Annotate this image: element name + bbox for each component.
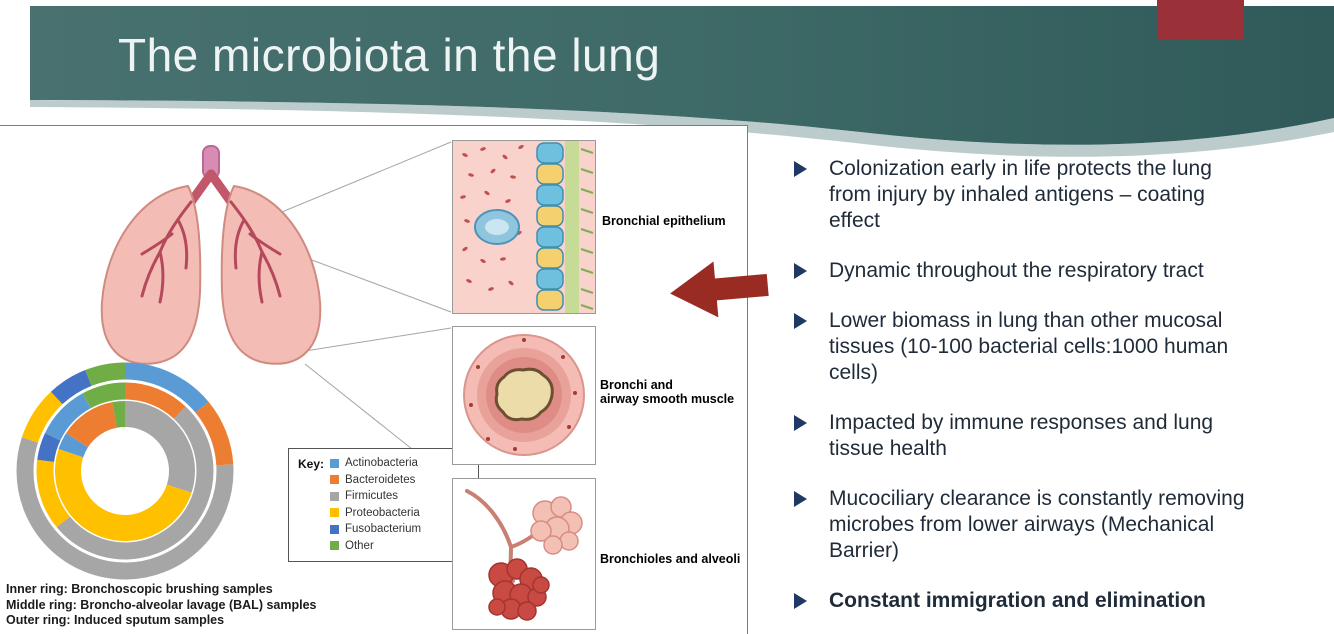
bullet-text: Mucociliary clearance is constantly remo… <box>829 487 1245 562</box>
bullet-item: Mucociliary clearance is constantly remo… <box>794 486 1334 564</box>
bullet-marker-icon <box>794 263 807 279</box>
donut-chart <box>16 362 234 580</box>
inset-label: Bronchi and airway smooth muscle <box>600 378 735 406</box>
bronchial-epithelium-illustration <box>453 141 595 313</box>
bullet-item: Colonization early in life protects the … <box>794 156 1334 234</box>
legend-label: Other <box>345 539 374 552</box>
legend-item: Proteobacteria <box>330 507 421 519</box>
legend-swatch <box>330 524 340 534</box>
bullet-item: Constant immigration and elimination <box>794 588 1334 614</box>
bullet-marker-icon <box>794 161 807 177</box>
legend-swatch <box>330 508 340 517</box>
legend-label: Bacteroidetes <box>345 473 416 486</box>
legend-label: Proteobacteria <box>345 506 420 519</box>
legend-swatch <box>330 541 340 550</box>
page-title: The microbiota in the lung <box>118 29 661 81</box>
inset-label: Bronchial epithelium <box>602 214 726 228</box>
inset-label: Bronchioles and alveoli <box>600 552 741 566</box>
left-arrow-icon <box>670 261 769 318</box>
caption-line: Middle ring: Broncho-alveolar lavage (BA… <box>6 597 317 612</box>
legend-swatch <box>330 458 340 468</box>
legend-label: Fusobacterium <box>345 523 422 535</box>
legend-swatch <box>330 475 340 484</box>
legend-label: Actinobacteria <box>345 457 418 469</box>
inset-bronchi <box>452 326 596 465</box>
caption-line: Outer ring: Induced sputum samples <box>6 613 225 627</box>
legend-box: Key: Actinobacteria Bacteroidetes Firmic… <box>288 448 479 562</box>
bullet-marker-icon <box>794 593 807 609</box>
inset-bronchial-epithelium <box>452 140 596 314</box>
legend-item: Other <box>330 540 421 552</box>
bullet-text: Dynamic throughout the respiratory tract <box>829 259 1204 282</box>
bullet-text: Colonization early in life protects the … <box>829 157 1212 232</box>
alveoli-illustration <box>453 479 595 629</box>
bullet-item: Lower biomass in lung than other mucosal… <box>794 308 1334 386</box>
legend-title: Key: <box>298 457 325 471</box>
ring-captions: Inner ring: Bronchoscopic brushing sampl… <box>6 582 316 629</box>
legend-item: Fusobacterium <box>330 523 421 535</box>
legend-item: Actinobacteria <box>330 457 421 469</box>
bullet-marker-icon <box>794 415 807 431</box>
bullet-list: Colonization early in life protects the … <box>794 156 1334 614</box>
bullet-text: Lower biomass in lung than other mucosal… <box>829 309 1229 384</box>
legend-item: Firmicutes <box>330 490 421 502</box>
legend-label: Firmicutes <box>345 490 399 502</box>
lungs-illustration <box>100 145 322 365</box>
bullet-item: Impacted by immune responses and lung ti… <box>794 410 1334 462</box>
caption-line: Inner ring: Bronchoscopic brushing sampl… <box>6 582 273 596</box>
inset-alveoli <box>452 478 596 630</box>
bullet-text: Impacted by immune responses and lung ti… <box>829 411 1214 460</box>
bronchi-illustration <box>453 327 595 464</box>
bullet-text: Constant immigration and elimination <box>829 589 1206 612</box>
header-band <box>30 6 1334 157</box>
legend-item: Bacteroidetes <box>330 474 421 486</box>
figure-panel: Key: Actinobacteria Bacteroidetes Firmic… <box>0 125 748 634</box>
accent-rectangle <box>1157 0 1244 40</box>
bullet-marker-icon <box>794 313 807 329</box>
bullet-item: Dynamic throughout the respiratory tract <box>794 258 1334 284</box>
bullet-marker-icon <box>794 491 807 507</box>
legend-swatch <box>330 491 340 501</box>
